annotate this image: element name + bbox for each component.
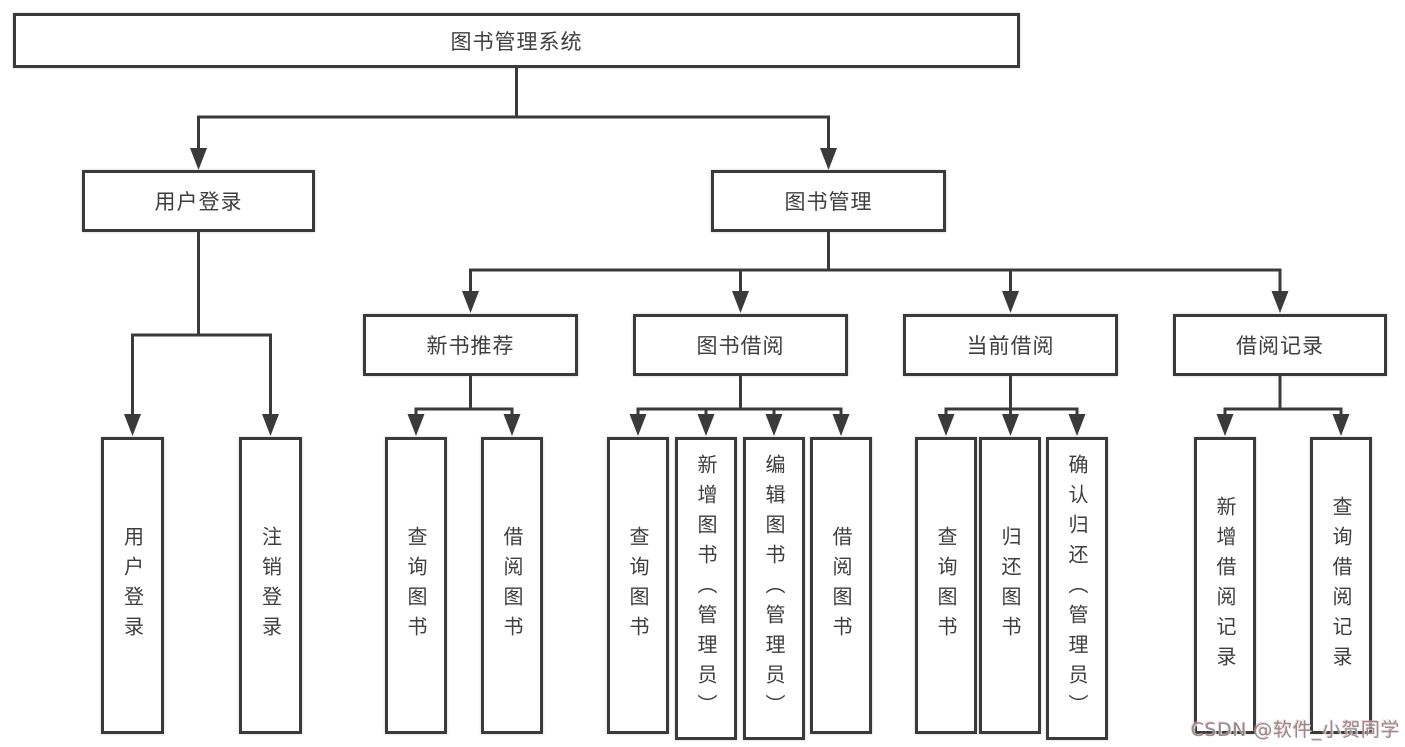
node-label: 确认归还（管理员） bbox=[1065, 453, 1089, 724]
node-label: 借阅图书 bbox=[829, 525, 853, 646]
leaf-borrow-books: 借阅图书 bbox=[810, 437, 872, 734]
leaf-logout: 注销登录 bbox=[239, 437, 302, 734]
node-label: 借阅图书 bbox=[500, 525, 524, 646]
node-label: 借阅记录 bbox=[1236, 334, 1324, 358]
node-label: 图书借阅 bbox=[696, 334, 785, 358]
node-borrow-records: 借阅记录 bbox=[1173, 314, 1387, 376]
node-label: 当前借阅 bbox=[966, 334, 1055, 358]
node-book-management: 图书管理 bbox=[711, 170, 946, 232]
node-label: 新增图书（管理员） bbox=[694, 453, 718, 724]
leaf-borrow-books-recommend: 借阅图书 bbox=[481, 437, 543, 734]
node-user-login: 用户登录 bbox=[82, 170, 315, 232]
node-library-management-system: 图书管理系统 bbox=[13, 13, 1020, 68]
arrowheads bbox=[124, 148, 1350, 436]
leaf-add-books-admin: 新增图书（管理员） bbox=[675, 437, 737, 740]
node-current-borrowing: 当前借阅 bbox=[903, 314, 1118, 376]
leaf-query-books-recommend: 查询图书 bbox=[385, 437, 447, 734]
node-label: 查询借阅记录 bbox=[1329, 495, 1353, 676]
csdn-watermark: CSDN @软件_小贺同学 bbox=[1190, 719, 1400, 741]
node-label: 图书管理 bbox=[784, 190, 873, 214]
leaf-query-books-borrowing: 查询图书 bbox=[607, 437, 669, 734]
leaf-add-borrow-record: 新增借阅记录 bbox=[1194, 437, 1256, 734]
node-label: 查询图书 bbox=[404, 525, 428, 646]
node-label: 用户登录 bbox=[120, 525, 145, 646]
leaf-edit-books-admin: 编辑图书（管理员） bbox=[743, 437, 805, 740]
leaf-query-borrow-record: 查询借阅记录 bbox=[1310, 437, 1372, 734]
node-label: 注销登录 bbox=[258, 525, 283, 646]
node-new-book-recommendation: 新书推荐 bbox=[363, 314, 578, 376]
leaf-query-books-current: 查询图书 bbox=[915, 437, 977, 734]
node-label: 用户登录 bbox=[154, 190, 243, 214]
node-label: 新增借阅记录 bbox=[1213, 495, 1237, 676]
node-label: 归还图书 bbox=[998, 525, 1022, 646]
node-label: 查询图书 bbox=[934, 525, 958, 646]
leaf-confirm-return-admin: 确认归还（管理员） bbox=[1046, 437, 1108, 740]
node-label: 查询图书 bbox=[626, 525, 650, 646]
node-book-borrowing: 图书借阅 bbox=[633, 314, 848, 376]
leaf-user-login: 用户登录 bbox=[101, 437, 164, 734]
node-label: 新书推荐 bbox=[426, 334, 515, 358]
node-label: 图书管理系统 bbox=[450, 29, 583, 54]
leaf-return-books: 归还图书 bbox=[979, 437, 1041, 734]
node-label: 编辑图书（管理员） bbox=[762, 453, 786, 724]
